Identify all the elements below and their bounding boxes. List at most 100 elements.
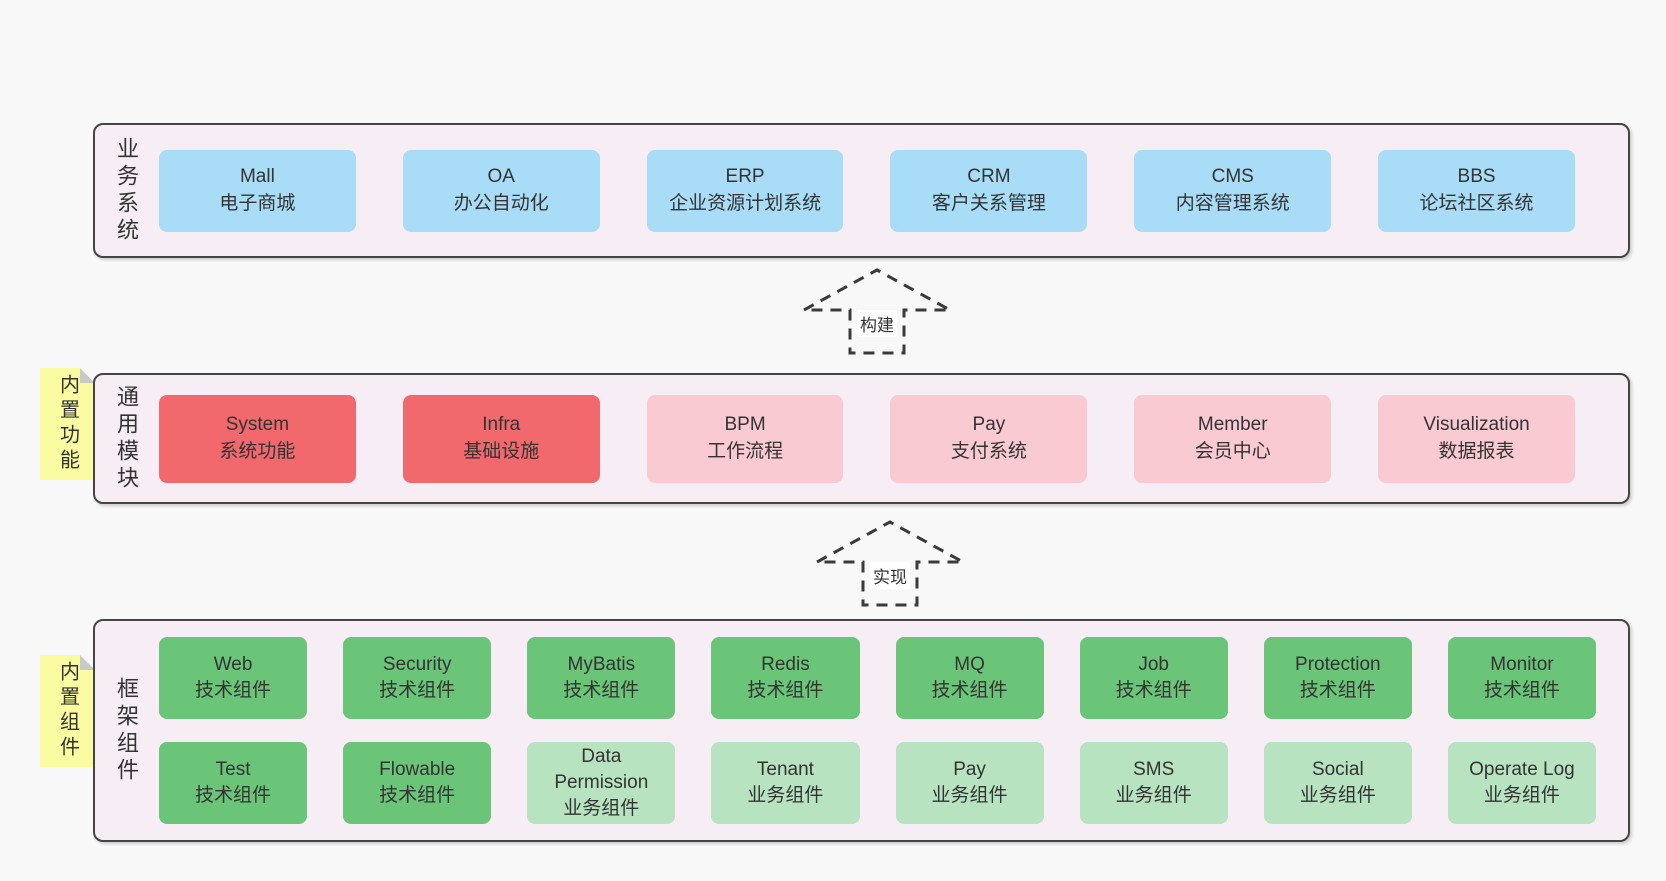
box-flowable: Flowable 技术组件 xyxy=(343,742,492,824)
modules-boxes-row: System 系统功能 Infra 基础设施 BPM 工作流程 Pay 支付系统… xyxy=(138,394,1628,483)
layer-common-modules: 通用模块 System 系统功能 Infra 基础设施 BPM 工作流程 Pay… xyxy=(93,373,1630,504)
box-title: System xyxy=(225,414,290,436)
box-title: BPM xyxy=(724,414,766,436)
components-row-1: Web 技术组件 Security 技术组件 MyBatis 技术组件 Redi… xyxy=(159,637,1596,719)
sticky-note-label: 内置功能 xyxy=(56,374,79,474)
sticky-note-label: 内置组件 xyxy=(56,661,79,761)
box-subtitle: 支付系统 xyxy=(950,440,1027,462)
box-social: Social 业务组件 xyxy=(1263,742,1412,824)
box-title: ERP xyxy=(725,166,765,188)
box-subtitle: 技术组件 xyxy=(931,680,1008,701)
box-crm: CRM 客户关系管理 xyxy=(890,149,1088,232)
box-cms: CMS 内容管理系统 xyxy=(1134,149,1332,232)
box-bbs: BBS 论坛社区系统 xyxy=(1378,149,1575,232)
box-subtitle: 技术组件 xyxy=(1299,680,1376,701)
box-sms: SMS 业务组件 xyxy=(1079,742,1228,824)
box-title: Pay xyxy=(972,414,1006,436)
box-subtitle: 技术组件 xyxy=(195,785,272,806)
box-subtitle: 电子商城 xyxy=(219,192,296,214)
arrow-label: 实现 xyxy=(870,562,910,589)
up-arrow-implement: 实现 xyxy=(815,520,965,608)
box-subtitle: 办公自动化 xyxy=(453,192,549,214)
sticky-note-built-in-components: 内置组件 xyxy=(40,655,95,767)
box-title: Data Permission xyxy=(554,745,649,793)
box-bpm: BPM 工作流程 xyxy=(646,394,844,483)
box-subtitle: 技术组件 xyxy=(563,680,640,701)
box-monitor: Monitor 技术组件 xyxy=(1447,637,1596,719)
arrow-label: 构建 xyxy=(857,310,897,337)
layer-business-systems: 业务系统 Mall 电子商城 OA 办公自动化 ERP 企业资源计划系统 CRM… xyxy=(93,123,1630,258)
layer-framework-components: 框架组件 Web 技术组件 Security 技术组件 MyBatis 技术组件… xyxy=(93,619,1630,842)
box-test: Test 技术组件 xyxy=(159,742,308,824)
box-title: Social xyxy=(1311,758,1364,780)
box-title: Security xyxy=(382,653,452,675)
box-title: SMS xyxy=(1133,758,1175,780)
box-subtitle: 业务组件 xyxy=(1115,785,1192,806)
box-member: Member 会员中心 xyxy=(1134,394,1332,483)
box-subtitle: 技术组件 xyxy=(195,680,272,701)
box-infra: Infra 基础设施 xyxy=(402,394,600,483)
box-title: Pay xyxy=(953,758,986,780)
dashed-up-arrow-icon xyxy=(816,520,964,607)
box-subtitle: 业务组件 xyxy=(563,798,640,820)
box-subtitle: 会员中心 xyxy=(1194,440,1271,462)
box-pay-component: Pay 业务组件 xyxy=(895,742,1044,824)
box-visualization: Visualization 数据报表 xyxy=(1378,394,1575,483)
box-title: Member xyxy=(1197,414,1268,436)
box-title: CMS xyxy=(1211,166,1254,188)
dashed-up-arrow-icon xyxy=(803,268,951,355)
box-web: Web 技术组件 xyxy=(159,637,308,719)
box-subtitle: 论坛社区系统 xyxy=(1419,192,1534,214)
box-subtitle: 业务组件 xyxy=(931,785,1008,806)
box-oa: OA 办公自动化 xyxy=(402,149,600,232)
components-rows: Web 技术组件 Security 技术组件 MyBatis 技术组件 Redi… xyxy=(138,637,1628,824)
box-subtitle: 数据报表 xyxy=(1438,440,1515,462)
box-mq: MQ 技术组件 xyxy=(895,637,1044,719)
box-title: Web xyxy=(213,653,253,675)
box-title: Flowable xyxy=(379,758,456,780)
box-subtitle: 业务组件 xyxy=(747,785,824,806)
box-subtitle: 技术组件 xyxy=(379,785,456,806)
box-subtitle: 技术组件 xyxy=(747,680,824,701)
box-protection: Protection 技术组件 xyxy=(1263,637,1412,719)
layer-title: 框架组件 xyxy=(114,676,139,785)
box-operate-log: Operate Log 业务组件 xyxy=(1447,742,1596,824)
box-title: Monitor xyxy=(1490,653,1554,675)
box-title: Visualization xyxy=(1423,414,1530,436)
layer-title: 通用模块 xyxy=(114,384,139,493)
box-subtitle: 技术组件 xyxy=(1483,680,1560,701)
box-title: BBS xyxy=(1457,166,1496,188)
box-title: MyBatis xyxy=(567,653,636,675)
box-title: Protection xyxy=(1295,653,1381,675)
sticky-note-built-in-functions: 内置功能 xyxy=(40,368,95,480)
box-title: CRM xyxy=(967,166,1011,188)
components-row-2: Test 技术组件 Flowable 技术组件 Data Permission … xyxy=(159,742,1596,824)
box-redis: Redis 技术组件 xyxy=(711,637,860,719)
box-subtitle: 基础设施 xyxy=(463,440,540,462)
box-subtitle: 技术组件 xyxy=(1115,680,1192,701)
box-system: System 系统功能 xyxy=(159,394,356,483)
box-title: Test xyxy=(215,758,251,780)
box-subtitle: 工作流程 xyxy=(707,440,784,462)
box-subtitle: 业务组件 xyxy=(1483,785,1560,806)
box-security: Security 技术组件 xyxy=(343,637,492,719)
box-pay-module: Pay 支付系统 xyxy=(890,394,1088,483)
box-data-permission: Data Permission 业务组件 xyxy=(527,742,676,824)
box-tenant: Tenant 业务组件 xyxy=(711,742,860,824)
box-title: Redis xyxy=(761,653,810,675)
layer-title: 业务系统 xyxy=(114,136,139,245)
box-mybatis: MyBatis 技术组件 xyxy=(527,637,676,719)
box-title: OA xyxy=(487,166,515,188)
box-title: Infra xyxy=(482,414,521,436)
box-title: Tenant xyxy=(756,758,814,780)
box-subtitle: 系统功能 xyxy=(219,440,296,462)
box-subtitle: 客户关系管理 xyxy=(931,192,1046,214)
box-subtitle: 内容管理系统 xyxy=(1175,192,1290,214)
box-subtitle: 技术组件 xyxy=(379,680,456,701)
box-title: MQ xyxy=(954,653,985,675)
box-job: Job 技术组件 xyxy=(1079,637,1228,719)
up-arrow-build: 构建 xyxy=(802,268,952,356)
box-title: Operate Log xyxy=(1469,758,1575,780)
box-mall: Mall 电子商城 xyxy=(159,149,356,232)
